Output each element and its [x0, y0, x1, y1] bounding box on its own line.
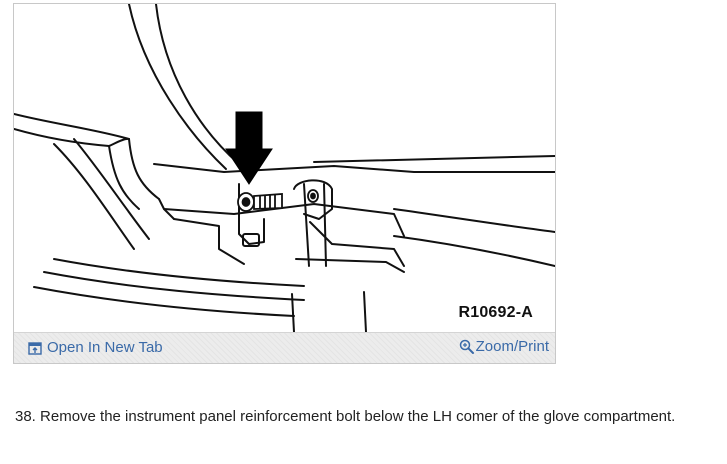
- bracket-top-edge: [153, 163, 555, 173]
- step-instruction: 38. Remove the instrument panel reinforc…: [15, 408, 676, 425]
- zoom-print-label: Zoom/Print: [475, 338, 549, 355]
- left-tube-upper: [108, 145, 140, 210]
- lower-vertical-2: [363, 291, 367, 332]
- floor-line-1: [53, 258, 305, 287]
- tab-slot: [242, 233, 260, 247]
- brace-flange: [309, 221, 405, 267]
- vertical-brace-left: [303, 183, 310, 267]
- open-in-new-tab-link[interactable]: Open In New Tab: [28, 339, 163, 356]
- figure-reference-code: R10692-A: [458, 304, 533, 321]
- open-in-new-tab-icon: [28, 341, 42, 355]
- pointer-arrow: [225, 111, 273, 185]
- left-pillar-line-1: [14, 113, 130, 140]
- bracket-right-line: [313, 155, 555, 163]
- bracket-inner-edge: [163, 203, 405, 237]
- magnifier-zoom-icon: [459, 339, 474, 354]
- figure-toolbar: Open In New Tab Zoom/Print: [14, 332, 555, 363]
- brace-hole: [307, 189, 319, 203]
- floor-line-2: [43, 271, 305, 301]
- wire-line-1: [53, 143, 135, 250]
- bolt: [237, 192, 283, 212]
- brace-base: [295, 258, 405, 273]
- left-tube-end: [108, 137, 130, 147]
- dash-curve-outer: [128, 4, 227, 170]
- floor-line-3: [33, 286, 295, 317]
- bracket-lower-edge: [173, 218, 245, 265]
- lower-vertical-1: [291, 293, 295, 332]
- tab-bracket: [238, 183, 265, 245]
- figure-frame: R10692-A Open In New Tab Zoom/Print: [13, 3, 556, 364]
- vertical-brace-right: [323, 183, 327, 267]
- technical-diagram: [14, 4, 555, 332]
- brace-top: [293, 179, 333, 220]
- bracket-body-left: [158, 198, 175, 220]
- right-panel-line-2: [393, 235, 555, 267]
- dash-curve-inner: [155, 4, 240, 165]
- right-panel-line: [393, 208, 555, 233]
- wire-line-2: [73, 138, 150, 240]
- left-pillar-line-2: [14, 128, 110, 147]
- zoom-print-link[interactable]: Zoom/Print: [459, 338, 549, 355]
- left-tube-lower: [128, 138, 160, 200]
- open-in-new-tab-label: Open In New Tab: [47, 339, 163, 356]
